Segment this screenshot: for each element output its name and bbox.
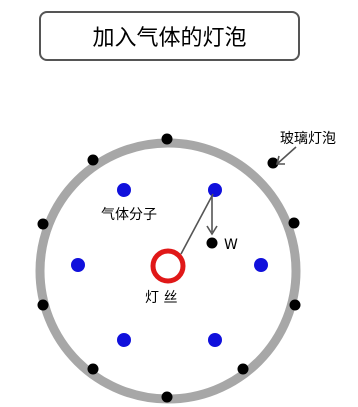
gas-molecule <box>71 258 85 272</box>
filament-ring <box>150 248 186 284</box>
gas-molecule <box>117 183 131 197</box>
gas-molecule <box>208 333 222 347</box>
tungsten-atom <box>267 157 279 169</box>
tungsten-atom <box>87 154 99 166</box>
gas-molecule <box>208 183 222 197</box>
tungsten-atom <box>288 217 300 229</box>
w-path-line <box>180 193 214 255</box>
w-down-arrow-head <box>206 225 218 236</box>
w-atom-label: W <box>224 237 238 253</box>
tungsten-atom <box>37 299 49 311</box>
filament-label: 灯 丝 <box>145 290 177 306</box>
bulb-label-arrow-line <box>276 146 297 165</box>
w-atom <box>206 237 218 249</box>
glass-bulb-label: 玻璃灯泡 <box>280 130 336 147</box>
tungsten-atom <box>37 218 49 230</box>
diagram-title: 加入气体的灯泡 <box>39 11 300 61</box>
tungsten-atom <box>161 133 173 145</box>
gas-molecule <box>117 333 131 347</box>
bulb-label-arrow-head <box>275 155 285 165</box>
gas-molecules-label: 气体分子 <box>101 207 157 223</box>
tungsten-atom <box>161 391 173 403</box>
tungsten-atom <box>237 363 249 375</box>
gas-molecules <box>71 183 268 347</box>
tungsten-atoms-on-wall <box>37 133 301 403</box>
gas-molecule <box>254 258 268 272</box>
tungsten-atom <box>87 363 99 375</box>
tungsten-atom <box>289 299 301 311</box>
